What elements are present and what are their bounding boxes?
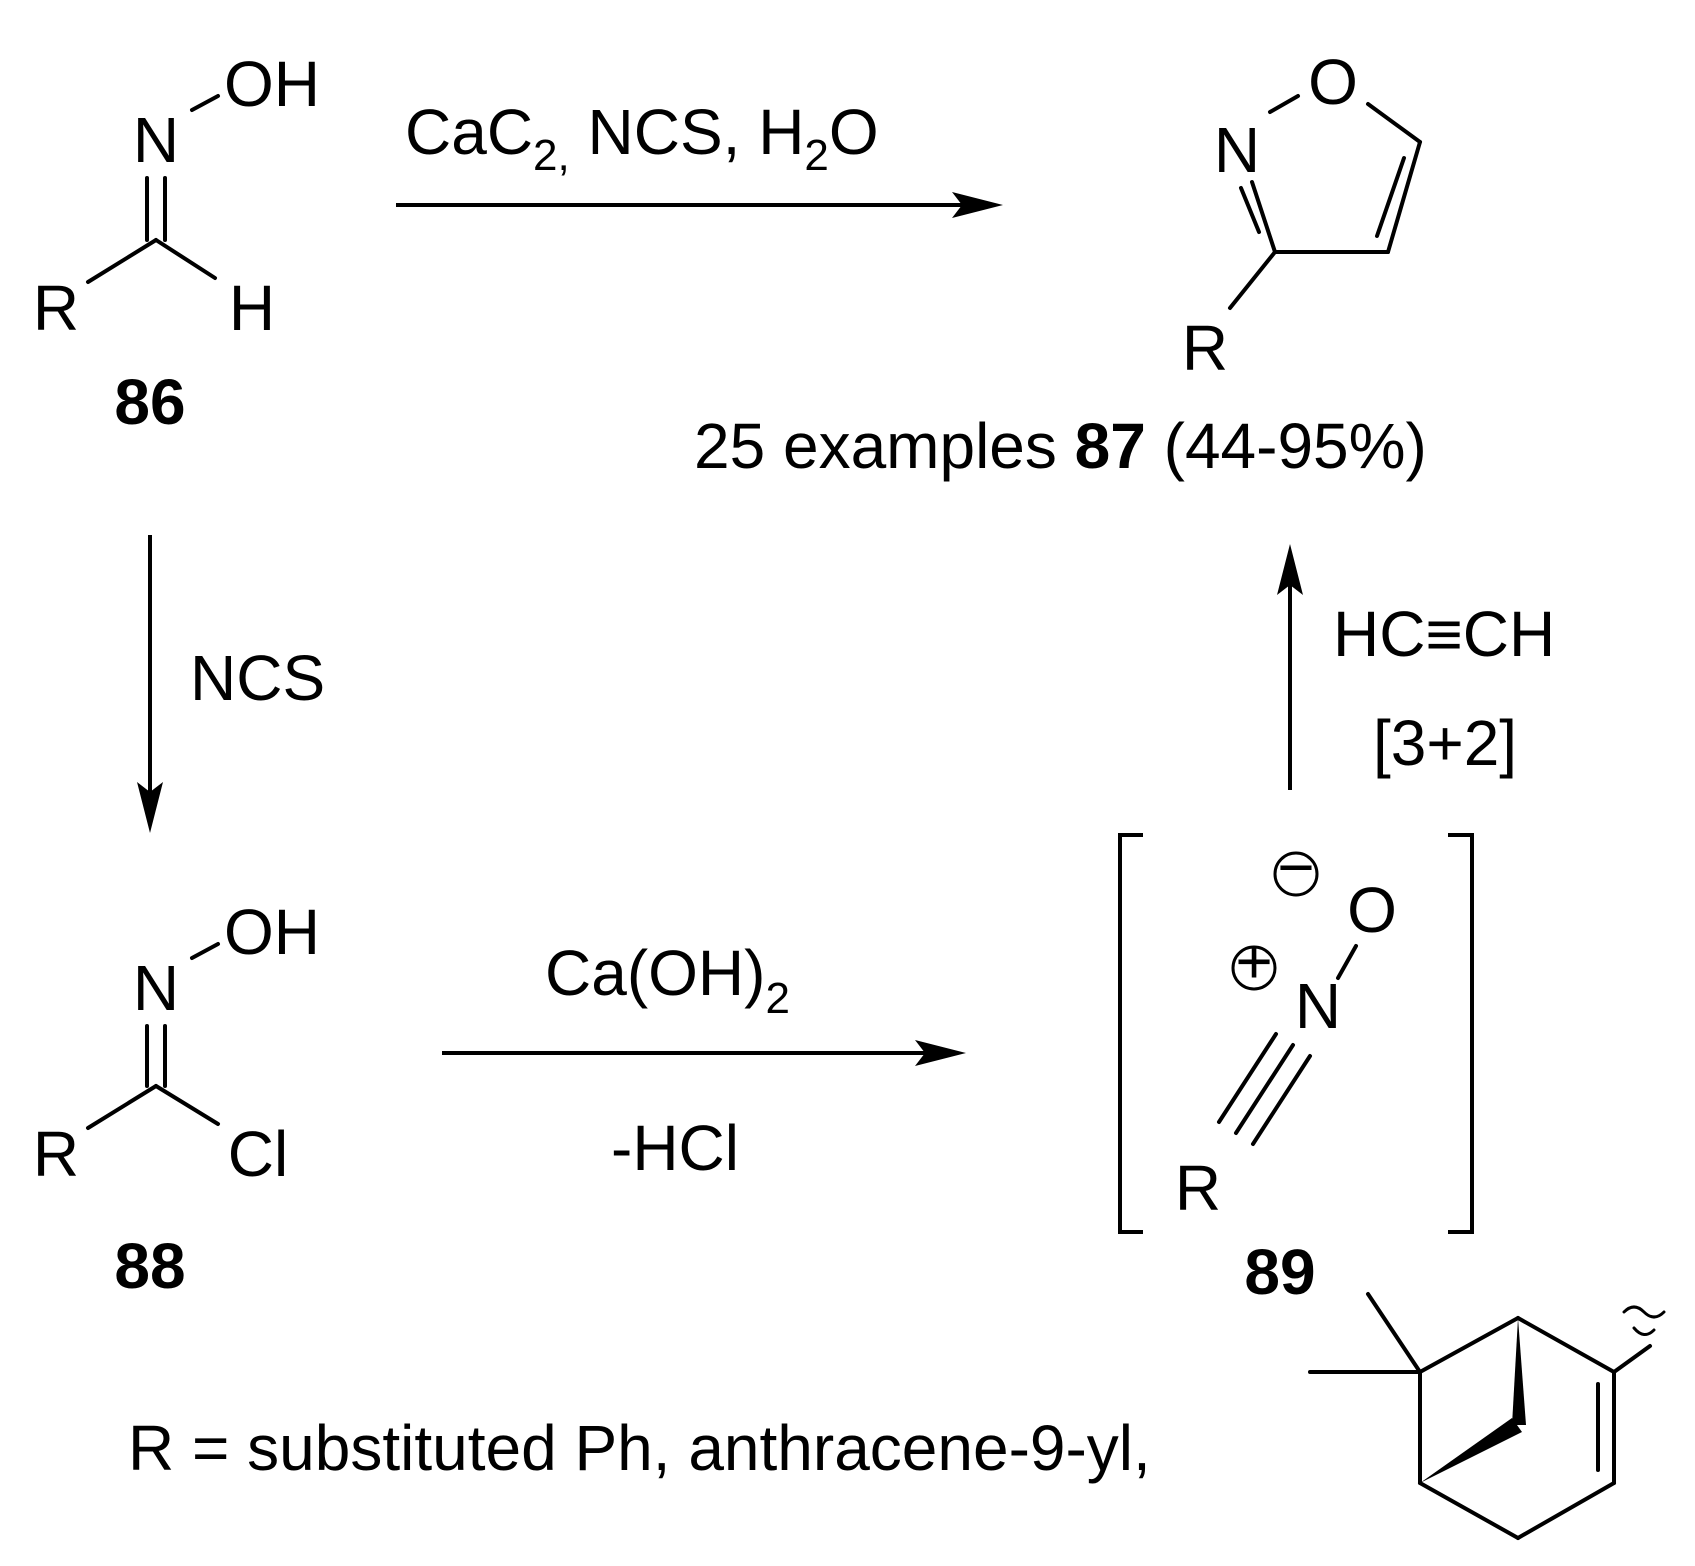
reagent-left: NCS [190,642,325,714]
reagent-bottom-above: Ca(OH)2 [545,937,790,1023]
atom-r: R [33,272,79,344]
bond-c3-r [1228,250,1277,310]
atom-r: R [1175,1152,1221,1224]
compound-number: 88 [114,1230,185,1302]
bond-c3-n [1250,180,1277,254]
wedge-c5-bridge [1420,1418,1522,1483]
arrowhead [137,782,163,833]
atom-oh: OH [224,48,320,120]
bond-n-o [190,942,220,960]
bond-n-o [1268,94,1300,114]
bond-c5-c4-inner [1375,156,1406,238]
reagent-top: CaC2, NCS, H2O [405,96,879,180]
arrowhead [915,1040,966,1066]
atom-o: O [1308,46,1358,118]
bond-c5-c4 [1386,140,1422,254]
bond-cme2-c1 [1418,1316,1520,1374]
bracket-left [1118,833,1143,1234]
bracket-right [1448,833,1474,1234]
compound-number: 86 [114,366,185,438]
charge-plus: + [1235,925,1272,997]
bond-n-o [190,94,220,112]
product-caption: 25 examples 87 (44-95%) [694,410,1427,482]
reagent-right-line2: [3+2] [1373,707,1517,779]
atom-h: H [229,272,275,344]
bond-n-o [1336,944,1358,980]
atom-oh: OH [224,896,320,968]
arrowhead [952,192,1003,218]
arrow-bottom: Ca(OH)2 -HCl [442,937,966,1184]
bond-c-n-triple-a [1234,1043,1295,1135]
atom-cl: Cl [228,1118,288,1190]
bond-c3-c4 [1516,1481,1616,1540]
atom-r: R [33,1118,79,1190]
atom-n: N [133,104,179,176]
arrow-top: CaC2, NCS, H2O [396,96,1003,218]
compound-number: 89 [1244,1236,1315,1308]
atom-n: N [133,952,179,1024]
charge-minus: − [1277,831,1314,903]
arrow-left: NCS [137,535,325,833]
compound-87: O N R 25 examples 87 (44-95%) [694,46,1427,482]
bond-c3-n-inner [1239,186,1261,234]
bond-c-n-triple-b [1217,1032,1278,1124]
reagent-right-line1: HC≡CH [1333,598,1555,670]
bond-attachment [1612,1344,1652,1374]
bond-c-r [86,238,158,284]
attachment-squiggle [1622,1305,1666,1336]
bond-o-c5 [1366,102,1422,144]
compound-88: OH N R Cl 88 [33,896,320,1302]
bond-c-h [154,238,217,280]
bond-c-n-triple-c [1251,1054,1312,1146]
arrowhead [1277,544,1303,595]
arrow-right: HC≡CH [3+2] [1277,544,1555,790]
atom-n: N [1295,970,1341,1042]
wedge-c1-bridge [1512,1318,1526,1425]
bond-c4-c5 [1418,1481,1520,1540]
charge-plus-circle [1231,945,1277,991]
pinenyl-substituent [1308,1292,1666,1540]
substituent-definition: R = substituted Ph, anthracene-9-yl, [128,1412,1151,1484]
compound-86: OH N R H 86 [33,48,320,438]
bond-c-cl [154,1084,220,1126]
compound-89: − O + N R 89 [1118,831,1474,1308]
atom-n: N [1214,114,1260,186]
atom-r: R [1182,312,1228,384]
bond-c-r [86,1084,158,1130]
atom-o: O [1347,874,1397,946]
bond-methyl-a [1366,1292,1422,1374]
bond-c1-c2 [1516,1316,1616,1374]
charge-minus-circle [1273,851,1319,897]
reagent-bottom-below: -HCl [611,1112,739,1184]
